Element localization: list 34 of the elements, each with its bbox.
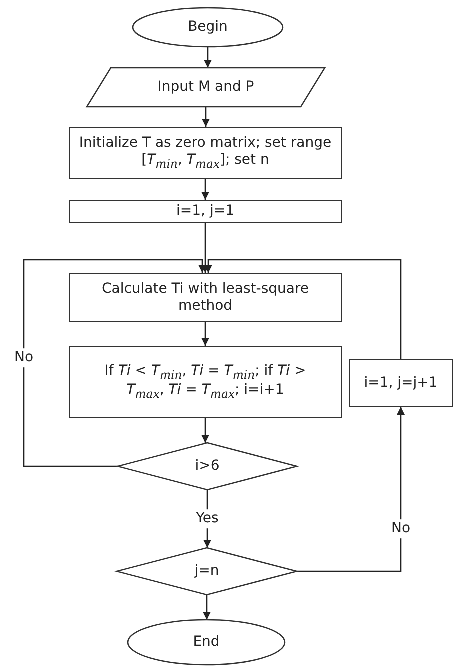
arrow (202, 107, 210, 127)
process-box (349, 359, 453, 407)
edge-label: No (14, 348, 34, 368)
node-text: Input M and P (156, 79, 256, 96)
arrow (202, 418, 210, 443)
arrow (297, 407, 405, 572)
node-text: j=n (194, 563, 220, 580)
node-text: i=1, j=1 (176, 203, 236, 220)
process-box (69, 273, 342, 322)
decision-diamond (118, 443, 297, 490)
arrow (202, 223, 210, 273)
node-text: End (192, 634, 221, 651)
process-box (69, 346, 342, 418)
arrow (204, 47, 212, 68)
node-text: i>6 (194, 458, 221, 475)
process-box (69, 127, 342, 179)
arrow (202, 322, 210, 346)
arrow (203, 595, 211, 620)
node-text: i=1, j=j+1 (363, 374, 439, 392)
node-text: Initialize T as zero matrix; set range [T$_{min}$, T$_{max}$]; set n (78, 135, 333, 171)
process-box (69, 200, 342, 223)
edge-label: Yes (196, 510, 219, 528)
arrow (204, 259, 402, 359)
arrow (202, 179, 210, 200)
terminal-ellipse (133, 8, 283, 47)
decision-diamond (117, 548, 297, 595)
arrow (23, 259, 206, 468)
terminal-ellipse (128, 620, 285, 665)
node-text: If Ti < T$_{min}$, Ti = T$_{min}$; if Ti > T$_{max}$, Ti = T$_{max}$; i=i+1 (104, 363, 308, 401)
edge-label: No (391, 520, 411, 539)
arrow (204, 490, 212, 548)
node-text: Begin (187, 19, 229, 36)
input-parallelogram (87, 68, 325, 107)
node-text: Calculate Ti with least-square method (100, 280, 310, 314)
